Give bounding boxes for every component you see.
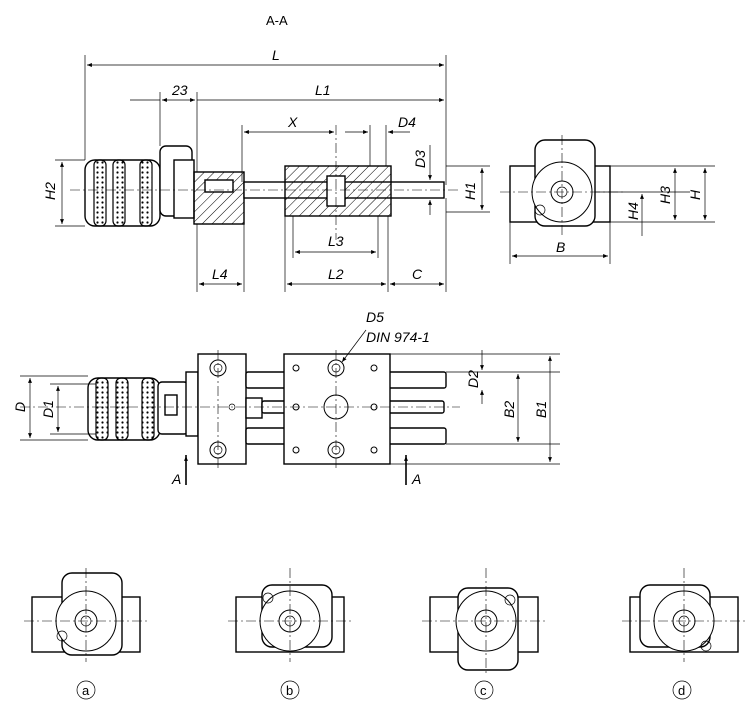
dim-H3: H3 [657, 186, 673, 204]
dim-H4: H4 [625, 202, 641, 220]
dim-L2: L2 [328, 266, 344, 282]
variant-label-a: a [82, 683, 90, 698]
dim-H: H [687, 189, 703, 200]
dim-23: 23 [171, 82, 188, 98]
dim-L: L [272, 47, 280, 63]
dim-D4: D4 [398, 114, 416, 130]
dim-L3: L3 [328, 233, 344, 249]
variant-c: c [422, 568, 546, 700]
dim-B: B [556, 239, 565, 255]
dim-D5: D5 [366, 309, 384, 325]
dim-H1: H1 [462, 182, 478, 200]
fixed-block [193, 171, 245, 225]
dim-X: X [287, 114, 298, 130]
dim-D: D [12, 402, 28, 412]
section-title: A-A [266, 13, 288, 28]
variant-d: d [622, 568, 746, 700]
dim-B2: B2 [501, 401, 517, 418]
knurl-band-1 [93, 159, 107, 227]
fixed-block-bore [204, 179, 234, 193]
knurl-band-3 [139, 159, 153, 227]
plan-view: D5 DIN 974-1 D D1 D2 B2 B1 A A [12, 309, 560, 487]
dim-H2: H2 [42, 182, 58, 200]
section-view: A-A L 23 L1 X [42, 13, 490, 292]
dim-D1: D1 [40, 400, 56, 418]
variant-b: b [228, 568, 352, 700]
knurl-band-2 [112, 159, 126, 227]
dim-C: C [412, 266, 423, 282]
dim-L1: L1 [315, 82, 331, 98]
variant-label-d: d [678, 683, 685, 698]
variant-a: a [24, 568, 148, 700]
section-marker-left: A [171, 471, 181, 487]
dim-D5-standard: DIN 974-1 [366, 329, 430, 345]
end-view: B H4 H3 H [500, 135, 715, 264]
dim-D2: D2 [465, 370, 481, 388]
knob-hub [173, 159, 195, 219]
variant-label-c: c [480, 683, 487, 698]
variant-label-b: b [286, 683, 293, 698]
dim-D3: D3 [412, 150, 428, 168]
section-marker-right: A [411, 471, 421, 487]
dim-B1: B1 [533, 401, 549, 418]
dim-L4: L4 [212, 266, 228, 282]
